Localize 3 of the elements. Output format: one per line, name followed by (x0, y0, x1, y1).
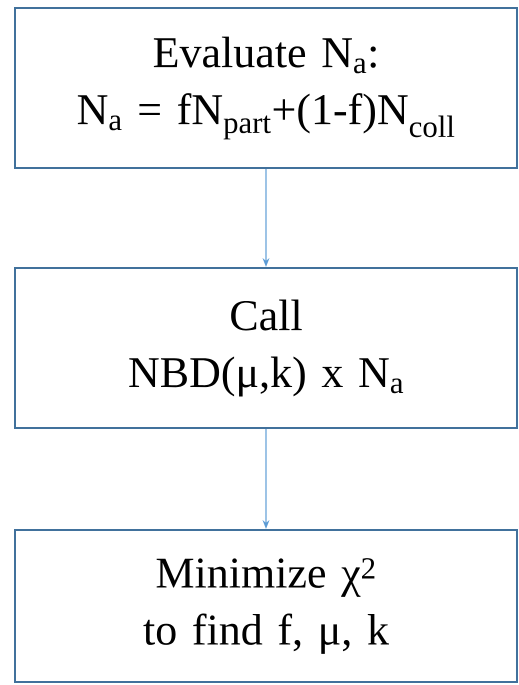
process-box: Evaluate N$_{a}$: N$_{a}$ = fN$_{part}$+(1-f)N$_{coll}$ (14, 7, 518, 169)
process-box: Minimize χ$^{2}$ to find f, μ, k (14, 529, 518, 683)
process-box: Call NBD(μ,k) x N$_{a}$ (14, 267, 518, 429)
